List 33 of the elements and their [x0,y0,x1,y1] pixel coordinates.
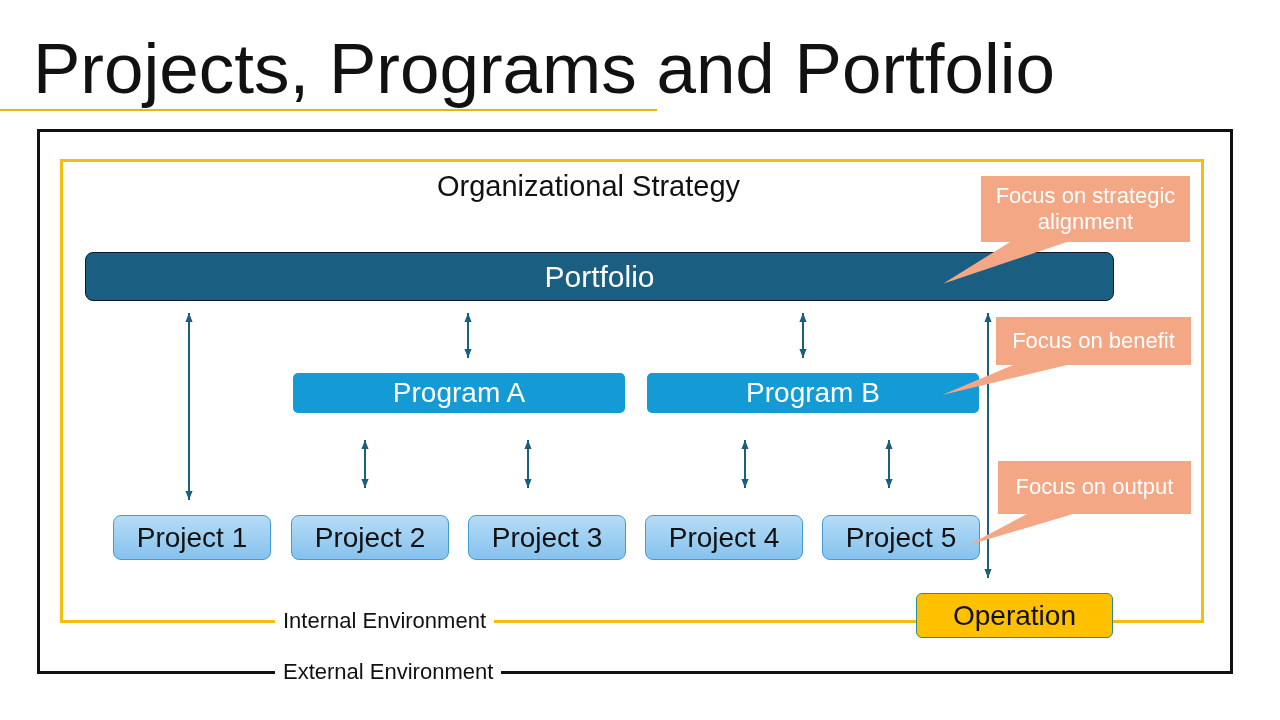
callout-pointer [942,365,1067,395]
box-label: Program B [746,376,880,410]
box-label: Project 4 [668,520,780,555]
double-arrow [185,312,193,501]
box-label: Project 5 [845,520,957,555]
callout-text: Focus on output [1015,474,1174,501]
project-box [468,515,626,560]
box-label: Portfolio [544,258,655,295]
operation-box [916,593,1113,638]
double-arrow [361,439,369,489]
double-arrow [741,439,749,489]
project-box [113,515,271,560]
project-box [645,515,803,560]
program-box [647,373,979,413]
project-box [822,515,980,560]
callout-pointer [968,514,1073,546]
double-arrow [799,312,807,359]
double-arrow [524,439,532,489]
box-label: Project 3 [491,520,603,555]
callout-text: Focus on benefit [1012,327,1175,355]
box-label: Program A [392,376,526,410]
callout-text: Focus on strategic alignment [994,182,1177,236]
portfolio-bar [85,252,1114,301]
double-arrow [464,312,472,359]
box-label: Project 2 [314,520,426,555]
box-label: Operation [953,598,1076,633]
program-box [293,373,625,413]
callout-pointer [943,242,1067,284]
project-box [291,515,449,560]
frame-heading: Organizational Strategy [437,169,741,204]
double-arrow [984,312,992,579]
double-arrow [885,439,893,489]
box-label: Project 1 [136,520,248,555]
